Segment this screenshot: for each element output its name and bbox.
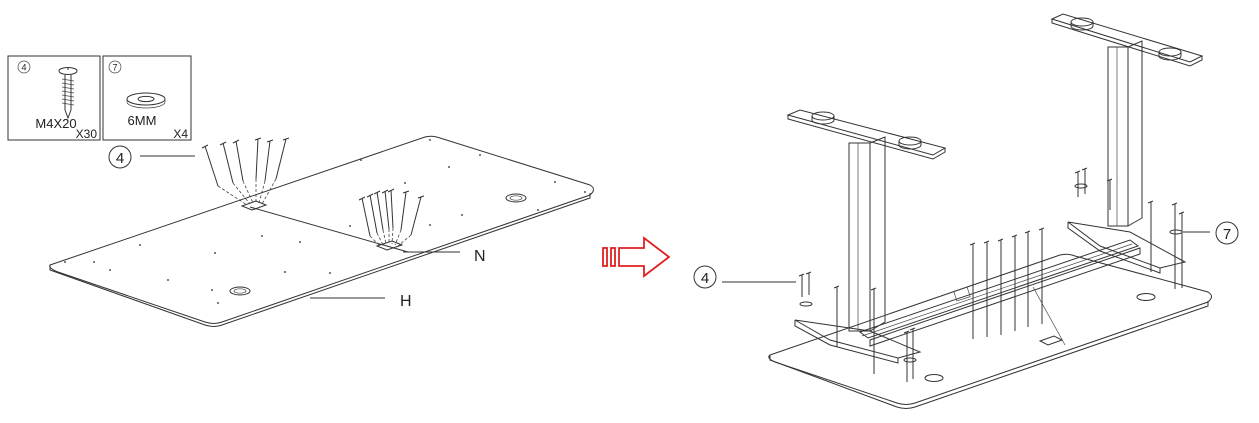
screw-icon xyxy=(58,67,78,120)
svg-text:H: H xyxy=(400,293,412,310)
parts-box: 4 M4X20 X30 7 6MM X4 xyxy=(7,55,192,141)
washers-right-step xyxy=(799,183,1183,363)
callout-washer-right: 7 xyxy=(1183,221,1239,245)
part-callout-4: 4 xyxy=(21,63,26,73)
svg-text:4: 4 xyxy=(116,150,124,167)
washer-icon xyxy=(126,92,166,109)
part-item-washer: 7 6MM X4 xyxy=(108,60,188,141)
screw-group-left xyxy=(201,137,290,206)
grommet-hole xyxy=(1136,293,1156,301)
callout-screw-right: 4 xyxy=(693,265,796,289)
part-qty-screw: X30 xyxy=(76,127,98,141)
part-item-screw: 4 M4X20 X30 xyxy=(17,60,98,141)
label-h: H xyxy=(310,293,412,310)
grommet-hole xyxy=(229,286,251,296)
leg-right xyxy=(1050,13,1204,274)
grommet-hole xyxy=(924,374,944,382)
next-step-arrow-icon xyxy=(602,236,671,278)
desktop-underside xyxy=(768,253,1212,409)
svg-text:4: 4 xyxy=(701,270,709,287)
grommet-hole xyxy=(505,193,527,203)
leg-left xyxy=(786,109,947,364)
callout-screw-left: 4 xyxy=(108,145,195,169)
part-size-screw: M4X20 xyxy=(35,116,76,131)
part-size-washer: 6MM xyxy=(128,113,157,128)
svg-text:7: 7 xyxy=(1223,226,1231,243)
screw-group-right xyxy=(358,188,425,247)
svg-text:N: N xyxy=(474,248,486,265)
screws-right-step xyxy=(798,167,1185,382)
part-qty-washer: X4 xyxy=(173,127,188,141)
part-callout-7: 7 xyxy=(112,63,117,73)
label-n: N xyxy=(403,248,486,265)
crossbar xyxy=(858,239,1141,347)
desktop-panels xyxy=(49,135,594,327)
